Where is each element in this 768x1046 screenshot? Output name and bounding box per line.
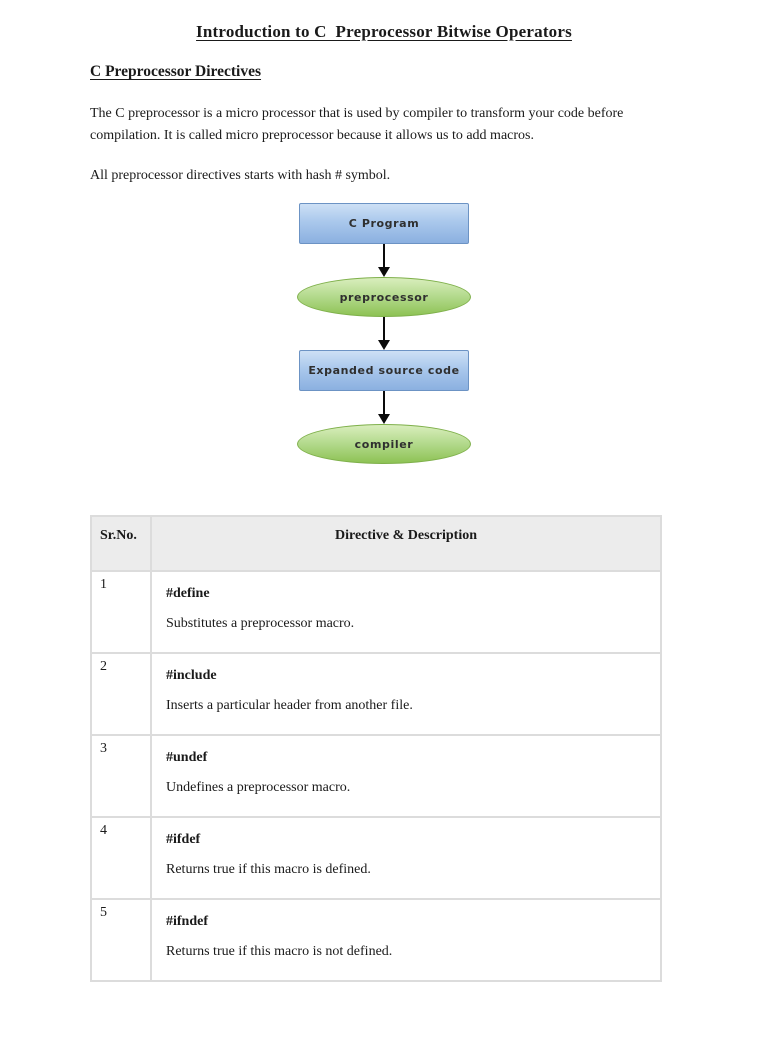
directive-description: Inserts a particular header from another… xyxy=(166,698,413,713)
arrow-line xyxy=(383,317,385,340)
table-row: 2 #include Inserts a particular header f… xyxy=(90,652,662,736)
table-row: 1 #define Substitutes a preprocessor mac… xyxy=(90,570,662,654)
document-page: Introduction to C Preprocessor Bitwise O… xyxy=(0,22,768,1046)
section-heading: C Preprocessor Directives xyxy=(90,63,262,80)
table-row: 5 #ifndef Returns true if this macro is … xyxy=(90,898,662,982)
directives-table: Sr.No. Directive & Description 1 #define… xyxy=(90,515,662,982)
flow-node-label: compiler xyxy=(354,437,414,451)
cell-srno: 5 xyxy=(90,898,152,982)
directive-description: Returns true if this macro is not define… xyxy=(166,944,393,959)
arrow-line xyxy=(383,244,385,267)
directive-description: Returns true if this macro is defined. xyxy=(166,862,371,877)
down-arrow-icon xyxy=(378,244,390,277)
flow-node-label: C Program xyxy=(348,217,420,230)
directive-name: #ifdef xyxy=(166,832,201,847)
flow-node-expanded-source-code: Expanded source code xyxy=(299,350,469,391)
table-header-row: Sr.No. Directive & Description xyxy=(90,515,662,572)
paragraph-intro: The C preprocessor is a micro processor … xyxy=(90,106,624,143)
table-row: 3 #undef Undefines a preprocessor macro. xyxy=(90,734,662,818)
table-header: Sr.No. Directive & Description xyxy=(90,515,662,572)
arrow-head xyxy=(378,340,390,350)
cell-directive-description: #ifdef Returns true if this macro is def… xyxy=(150,816,662,900)
flow-node-c-program: C Program xyxy=(299,203,469,244)
table-row: 4 #ifdef Returns true if this macro is d… xyxy=(90,816,662,900)
down-arrow-icon xyxy=(378,317,390,350)
cell-directive-description: #undef Undefines a preprocessor macro. xyxy=(150,734,662,818)
cell-srno: 3 xyxy=(90,734,152,818)
column-header-directive-description: Directive & Description xyxy=(150,515,662,572)
directive-name: #define xyxy=(166,586,210,601)
arrow-head xyxy=(378,267,390,277)
directive-name: #ifndef xyxy=(166,914,208,929)
cell-srno: 4 xyxy=(90,816,152,900)
flow-node-compiler: compiler xyxy=(297,424,471,464)
directive-name: #include xyxy=(166,668,217,683)
cell-directive-description: #ifndef Returns true if this macro is no… xyxy=(150,898,662,982)
directive-name: #undef xyxy=(166,750,208,765)
arrow-head xyxy=(378,414,390,424)
flow-node-label: Expanded source code xyxy=(308,364,460,377)
directive-description: Undefines a preprocessor macro. xyxy=(166,780,351,795)
arrow-line xyxy=(383,391,385,414)
paragraph-hash-note: All preprocessor directives starts with … xyxy=(90,168,391,183)
page-title: Introduction to C Preprocessor Bitwise O… xyxy=(196,22,572,41)
cell-srno: 2 xyxy=(90,652,152,736)
preprocessor-flow-diagram: C Program preprocessor Expanded source c… xyxy=(296,203,472,464)
cell-directive-description: #include Inserts a particular header fro… xyxy=(150,652,662,736)
column-header-srno: Sr.No. xyxy=(90,515,152,572)
flow-node-preprocessor: preprocessor xyxy=(297,277,471,317)
directive-description: Substitutes a preprocessor macro. xyxy=(166,616,355,631)
flow-node-label: preprocessor xyxy=(339,290,429,304)
cell-srno: 1 xyxy=(90,570,152,654)
down-arrow-icon xyxy=(378,391,390,424)
cell-directive-description: #define Substitutes a preprocessor macro… xyxy=(150,570,662,654)
